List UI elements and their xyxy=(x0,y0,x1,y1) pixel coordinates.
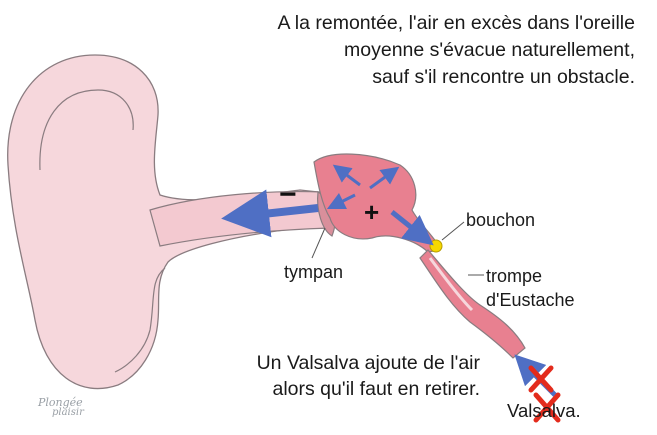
top-caption-line-3: sauf s'il rencontre un obstacle. xyxy=(277,64,635,91)
top-caption: A la remontée, l'air en excès dans l'ore… xyxy=(277,10,635,91)
bouchon-label: bouchon xyxy=(466,210,535,231)
top-caption-line-1: A la remontée, l'air en excès dans l'ore… xyxy=(277,10,635,37)
bottom-caption-line-2: alors qu'il faut en retirer. xyxy=(257,376,480,402)
logo-line-2: plaisir xyxy=(38,408,84,418)
trompe-label-line-1: trompe xyxy=(486,264,575,288)
plug-marker xyxy=(430,240,442,252)
watermark-logo: Plongée plaisir xyxy=(38,398,84,418)
bottom-caption-line-1: Un Valsalva ajoute de l'air xyxy=(257,350,480,376)
tympan-leader xyxy=(312,228,325,258)
negative-pressure-sign: − xyxy=(279,178,297,212)
trompe-label-line-2: d'Eustache xyxy=(486,288,575,312)
positive-pressure-sign: + xyxy=(364,197,379,228)
trompe-label: trompe d'Eustache xyxy=(486,264,575,312)
bouchon-leader xyxy=(442,222,464,240)
cross-mark-1 xyxy=(531,368,551,390)
top-caption-line-2: moyenne s'évacue naturellement, xyxy=(277,37,635,64)
bottom-caption: Un Valsalva ajoute de l'air alors qu'il … xyxy=(257,350,480,402)
valsalva-label: Valsalva. xyxy=(507,400,581,422)
tympan-label: tympan xyxy=(284,262,343,283)
